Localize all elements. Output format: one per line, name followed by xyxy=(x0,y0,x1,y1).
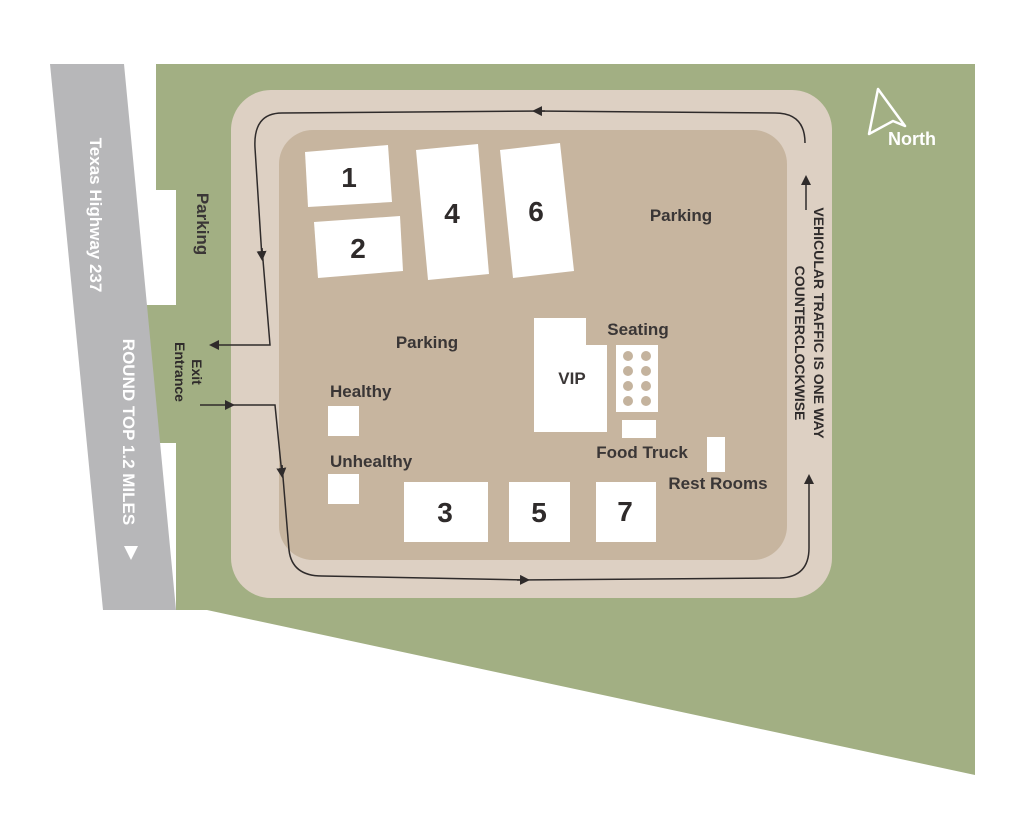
building-5 xyxy=(509,482,570,542)
food-truck-label: Food Truck xyxy=(596,443,688,462)
highway-direction: ROUND TOP 1.2 MILES xyxy=(119,339,138,525)
north-label: North xyxy=(888,129,936,149)
highway-road xyxy=(50,64,176,610)
seat-dot xyxy=(641,351,651,361)
building-6-label: 6 xyxy=(528,196,544,227)
traffic-route xyxy=(200,106,814,585)
building-7-label: 7 xyxy=(617,496,633,527)
traffic-note-line1: VEHICULAR TRAFFIC IS ONE WAY xyxy=(811,207,827,439)
seating-dots xyxy=(623,351,651,406)
unhealthy-pen xyxy=(328,474,359,504)
building-5-label: 5 xyxy=(531,497,547,528)
parking-label-lot-west: Parking xyxy=(396,333,458,352)
seat-dot xyxy=(641,396,651,406)
highway-name: Texas Highway 237 xyxy=(86,138,105,293)
traffic-note-emphasis: ONE WAY xyxy=(811,374,827,439)
seat-dot xyxy=(623,351,633,361)
exit-label: Exit xyxy=(189,359,205,385)
seat-dot xyxy=(641,366,651,376)
parking-label-outside: Parking xyxy=(193,193,212,255)
highway-direction-arrow xyxy=(124,546,138,560)
traffic-note-line2: COUNTERCLOCKWISE xyxy=(792,266,808,421)
seating-label: Seating xyxy=(607,320,668,339)
rest-rooms-label: Rest Rooms xyxy=(668,474,767,493)
healthy-pen xyxy=(328,406,359,436)
event-lot xyxy=(279,130,787,560)
seat-dot xyxy=(623,381,633,391)
seat-dot xyxy=(623,366,633,376)
building-4 xyxy=(416,144,489,280)
rest-rooms xyxy=(707,437,725,472)
compass: North xyxy=(867,87,936,149)
building-2-label: 2 xyxy=(350,233,366,264)
food-truck xyxy=(622,420,656,438)
seating-area xyxy=(616,345,658,412)
building-3-label: 3 xyxy=(437,497,453,528)
healthy-label: Healthy xyxy=(330,382,392,401)
building-3 xyxy=(404,482,488,542)
vip-label: VIP xyxy=(558,369,585,388)
unhealthy-label: Unhealthy xyxy=(330,452,413,471)
building-1-label: 1 xyxy=(341,162,357,193)
building-4-label: 4 xyxy=(444,198,460,229)
north-arrow-icon xyxy=(867,87,907,136)
building-2 xyxy=(314,216,403,278)
vip-building xyxy=(534,318,607,432)
parking-label-lot-north: Parking xyxy=(650,206,712,225)
seat-dot xyxy=(641,381,651,391)
buildings xyxy=(305,143,725,542)
seat-dot xyxy=(623,396,633,406)
building-6 xyxy=(500,143,574,278)
traffic-note-prefix: VEHICULAR TRAFFIC IS xyxy=(811,207,827,373)
entrance-label: Entrance xyxy=(172,342,188,402)
building-7 xyxy=(596,482,656,542)
building-1 xyxy=(305,145,392,207)
